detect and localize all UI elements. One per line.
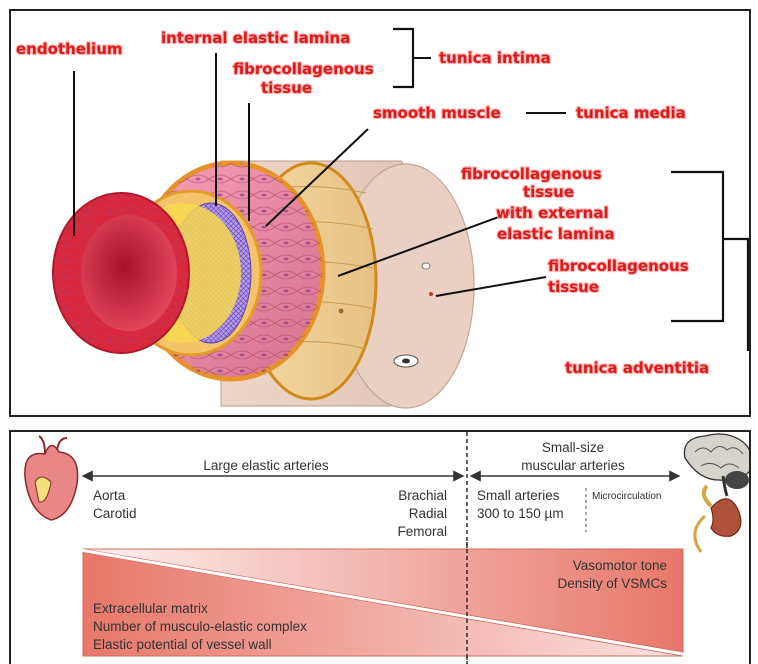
label-tunica-media: tunica media	[576, 104, 686, 122]
list-radial: Radial	[409, 506, 447, 521]
label-density-vsmcs: Density of VSMCs	[557, 576, 667, 591]
small-muscular-header-2: muscular arteries	[521, 458, 625, 473]
label-fibro-intima-1: fibrocollagenous	[233, 60, 374, 78]
artery-classification-panel: Large elastic arteries Small-size muscul…	[9, 430, 751, 664]
label-extracellular-matrix: Extracellular matrix	[93, 601, 208, 616]
label-endothelium: endothelium	[16, 40, 123, 58]
label-fibro-ext-1: fibrocollagenous	[461, 165, 602, 183]
small-arteries-label: Small arteries	[477, 488, 560, 503]
label-internal-elastic-lamina: internal elastic lamina	[161, 29, 350, 47]
artery-structure-panel: endothelium internal elastic lamina fibr…	[9, 9, 751, 417]
kidney-icon	[695, 486, 741, 552]
label-fibro-ext-3: with external	[496, 204, 609, 222]
artery-classification-diagram: Large elastic arteries Small-size muscul…	[11, 432, 751, 664]
heart-icon	[25, 436, 78, 520]
artery-illustration: endothelium internal elastic lamina fibr…	[11, 11, 751, 417]
label-fibro-intima-2: tissue	[261, 79, 312, 97]
large-elastic-arteries-header: Large elastic arteries	[203, 458, 329, 473]
label-elastic-potential: Elastic potential of vessel wall	[93, 637, 272, 652]
label-fibro-adv-2: tissue	[548, 278, 599, 296]
label-smooth-muscle: smooth muscle	[373, 104, 501, 122]
label-tunica-adventitia: tunica adventitia	[565, 359, 709, 377]
label-musculo-elastic: Number of musculo-elastic complex	[93, 619, 307, 634]
label-fibro-ext-4: elastic lamina	[497, 225, 615, 243]
label-tunica-intima: tunica intima	[439, 49, 551, 67]
microcirculation-label: Microcirculation	[592, 491, 661, 502]
label-vasomotor-tone: Vasomotor tone	[573, 558, 667, 573]
brain-icon	[684, 434, 751, 496]
list-carotid: Carotid	[93, 506, 137, 521]
vessel-lumen	[81, 215, 177, 331]
small-arteries-size: 300 to 150 µm	[477, 506, 564, 521]
list-brachial: Brachial	[398, 488, 447, 503]
small-muscular-header-1: Small-size	[542, 440, 604, 455]
list-femoral: Femoral	[397, 524, 447, 539]
list-aorta: Aorta	[93, 488, 126, 503]
label-fibro-ext-2: tissue	[523, 183, 574, 201]
label-fibro-adv-1: fibrocollagenous	[548, 257, 689, 275]
